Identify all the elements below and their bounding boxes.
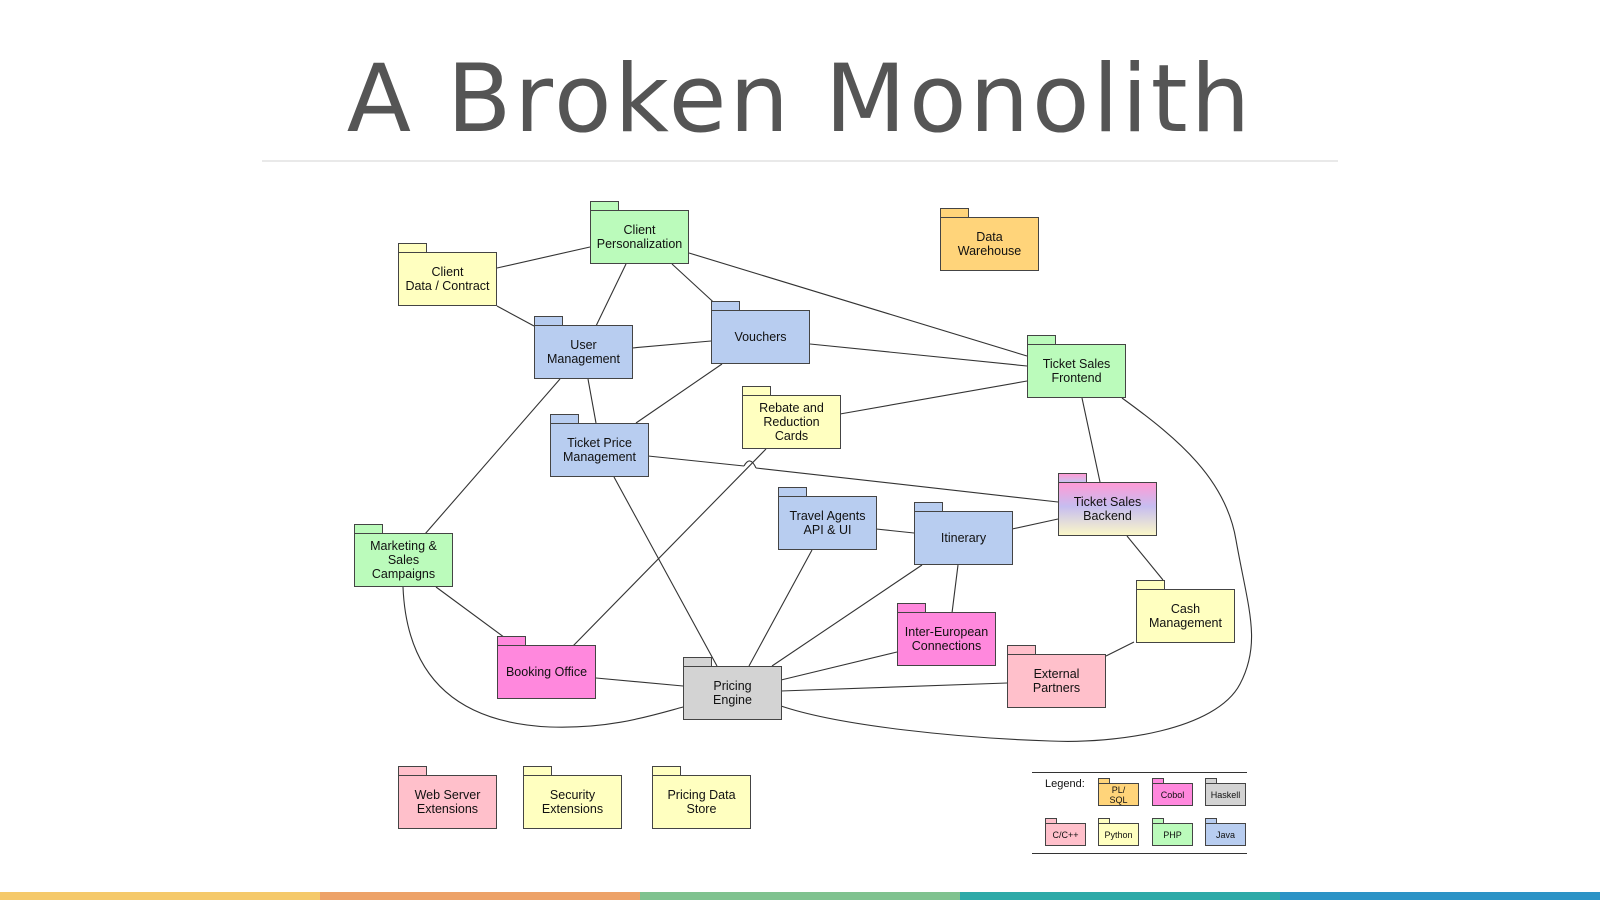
package-booking-office: Booking Office: [497, 636, 596, 699]
edge-rebate-cards-to-ticket-sales-frontend: [839, 380, 1028, 415]
edge-vouchers-to-ticket-sales-frontend: [809, 343, 1028, 367]
edge-user-management-to-ticket-price-management: [587, 378, 597, 424]
package-label: Travel Agents API & UI: [789, 509, 866, 537]
footer-stripe-green: [640, 892, 960, 900]
package-label: Pricing Engine: [713, 679, 752, 707]
edge-marketing-to-pricing-engine-curve: [402, 586, 684, 728]
package-vouchers: Vouchers: [711, 301, 810, 364]
edge-ticket-sales-frontend-to-ticket-sales-backend: [1081, 397, 1101, 483]
legend-top-rule: [1032, 772, 1247, 773]
package-itinerary: Itinerary: [914, 502, 1013, 565]
package-label: User Management: [547, 338, 620, 366]
package-label: Marketing & Sales Campaigns: [370, 539, 437, 581]
package-ticket-sales-frontend: Ticket Sales Frontend: [1027, 335, 1126, 398]
footer-stripe-orange: [320, 892, 640, 900]
edge-ticket-sales-backend-to-cash-management: [1126, 535, 1164, 581]
edge-crossing-hop: [743, 460, 757, 469]
legend-item-java: Java: [1205, 818, 1246, 846]
edge-inter-european-to-pricing-engine: [780, 651, 898, 681]
title-divider: [262, 160, 1338, 162]
package-label: Client Personalization: [596, 223, 683, 251]
footer-stripe-blue: [1280, 892, 1600, 900]
edge-itinerary-to-pricing-engine: [771, 564, 923, 667]
edge-external-partners-to-pricing-engine: [780, 682, 1008, 692]
package-label: Cash Management: [1149, 602, 1222, 630]
package-label: Security Extensions: [541, 788, 604, 816]
package-label: Ticket Sales Frontend: [1042, 357, 1111, 385]
package-web-server-extensions: Web Server Extensions: [398, 766, 497, 829]
legend-item-haskell: Haskell: [1205, 778, 1246, 806]
edge-client-personalization-to-user-management: [595, 263, 627, 327]
edge-ticket-price-management-to-ticket-sales-backend-2: [755, 467, 1059, 503]
footer-color-stripe: [0, 892, 1600, 900]
package-label: Ticket Price Management: [563, 436, 636, 464]
package-label: Ticket Sales Backend: [1073, 495, 1142, 523]
package-cash-management: Cash Management: [1136, 580, 1235, 643]
package-inter-european-connections: Inter-European Connections: [897, 603, 996, 666]
edge-cash-management-to-external-partners: [1105, 641, 1135, 657]
package-user-management: User Management: [534, 316, 633, 379]
package-label: Rebate and Reduction Cards: [759, 401, 824, 443]
legend-item-php: PHP: [1152, 818, 1193, 846]
package-label: Web Server Extensions: [414, 788, 481, 816]
edge-rebate-cards-to-booking-office: [572, 448, 767, 647]
edge-itinerary-to-inter-european: [951, 564, 959, 614]
edge-travel-agents-to-itinerary: [875, 528, 915, 534]
edge-client-data-to-user-management: [496, 305, 535, 327]
edge-user-management-to-marketing: [424, 378, 561, 535]
edge-booking-office-to-pricing-engine: [595, 677, 684, 687]
package-data-warehouse: Data Warehouse: [940, 208, 1039, 271]
edge-vouchers-to-ticket-price-management: [635, 363, 723, 424]
edge-ticket-price-management-to-ticket-sales-backend: [647, 455, 745, 467]
edge-itinerary-to-ticket-sales-backend: [1011, 518, 1059, 530]
package-label: Vouchers: [734, 330, 787, 344]
package-pricing-data-store: Pricing Data Store: [652, 766, 751, 829]
footer-stripe-teal: [960, 892, 1280, 900]
edge-user-management-to-vouchers: [631, 340, 712, 349]
legend-item-plsql: PL/ SQL: [1098, 778, 1139, 806]
package-label: Inter-European Connections: [904, 625, 989, 653]
package-label: Booking Office: [505, 665, 588, 679]
legend-bottom-rule: [1032, 853, 1247, 854]
package-client-personalization: Client Personalization: [590, 201, 689, 264]
package-rebate-reduction-cards: Rebate and Reduction Cards: [742, 386, 841, 449]
edge-ticket-price-management-to-pricing-engine: [613, 476, 718, 667]
legend-label: Legend:: [1045, 778, 1085, 790]
package-label: Data Warehouse: [957, 230, 1022, 258]
package-label: Itinerary: [940, 531, 987, 545]
package-client-data-contract: Client Data / Contract: [398, 243, 497, 306]
package-marketing-sales-campaigns: Marketing & Sales Campaigns: [354, 524, 453, 587]
edge-travel-agents-to-pricing-engine: [748, 549, 813, 667]
package-label: Client Data / Contract: [405, 265, 490, 293]
package-security-extensions: Security Extensions: [523, 766, 622, 829]
edge-ticket-sales-frontend-to-pricing-engine-curve: [780, 397, 1253, 742]
edge-client-personalization-to-ticket-sales-frontend: [688, 252, 1028, 357]
edge-client-data-to-client-personalization: [496, 246, 591, 269]
package-label: External Partners: [1032, 667, 1081, 695]
package-ticket-price-management: Ticket Price Management: [550, 414, 649, 477]
package-external-partners: External Partners: [1007, 645, 1106, 708]
package-ticket-sales-backend: Ticket Sales Backend: [1058, 473, 1157, 536]
package-label: Pricing Data Store: [667, 788, 736, 816]
footer-stripe-yellow: [0, 892, 320, 900]
package-travel-agents-api-ui: Travel Agents API & UI: [778, 487, 877, 550]
legend-item-python: Python: [1098, 818, 1139, 846]
page-title: A Broken Monolith: [346, 45, 1254, 154]
legend-item-cpp: C/C++: [1045, 818, 1086, 846]
package-pricing-engine: Pricing Engine: [683, 657, 782, 720]
legend-item-cobol: Cobol: [1152, 778, 1193, 806]
